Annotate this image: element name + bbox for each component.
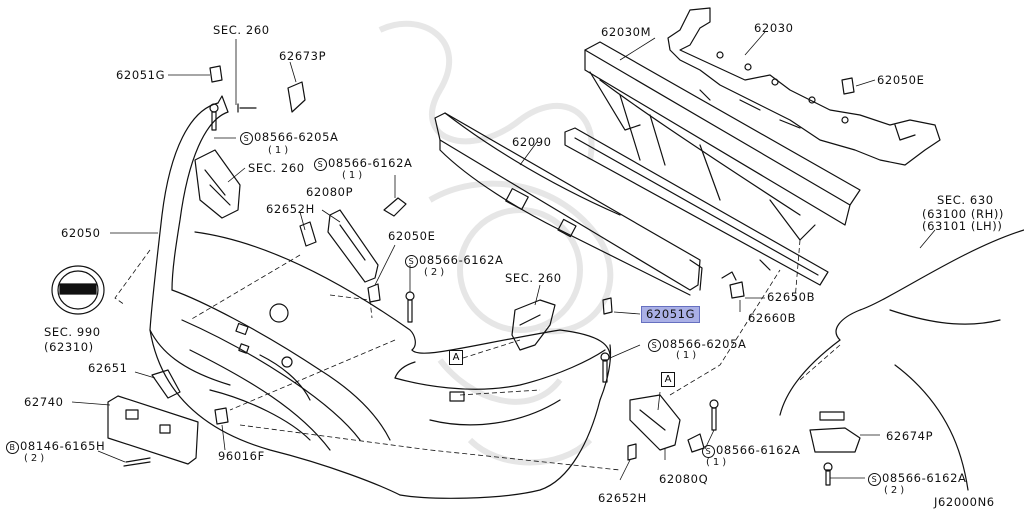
qty-08566-6162A-b: (2) [424,267,448,278]
s-symbol-icon: S [240,132,253,145]
label-62673P[interactable]: 62673P [279,49,327,63]
part-number: 08566-6205A [662,337,747,351]
lower-stiffener [564,127,829,286]
part-number: 08146-6165H [20,439,106,453]
qty-08566-6205A-mid: (1) [676,350,700,361]
qty-08566-6162A-d: (2) [884,485,908,496]
label-62652H-a[interactable]: 62652H [266,202,315,216]
label-sec990: SEC. 990 [44,325,101,339]
front-bumper-fascia [149,95,612,499]
b-symbol-icon: B [6,441,19,454]
s-symbol-icon: S [648,339,661,352]
label-62090[interactable]: 62090 [512,135,552,149]
label-sec260-right: SEC. 260 [505,271,562,285]
qty-08146-6165H: (2) [24,453,48,464]
s-symbol-icon: S [702,445,715,458]
label-62740[interactable]: 62740 [24,395,64,409]
label-62674P[interactable]: 62674P [886,429,934,443]
part-number: 08566-6205A [254,130,339,144]
watermark-logo [378,20,614,466]
bumper-reinforcement [584,41,861,241]
label-sec990-sub: (62310) [44,340,94,354]
label-62651[interactable]: 62651 [88,361,128,375]
s-symbol-icon: S [314,158,327,171]
s-symbol-icon: S [405,255,418,268]
label-sec630: SEC. 630 [937,193,994,207]
label-62050[interactable]: 62050 [61,226,101,240]
label-sec630-rh: (63100 (RH)) [922,207,1005,221]
label-96016F[interactable]: 96016F [218,449,265,463]
part-62674P [809,411,861,453]
label-62650B[interactable]: 62650B [767,290,816,304]
part-number: 08566-6162A [716,443,801,457]
diagram-code: J62000N6 [934,495,995,509]
label-62030[interactable]: 62030 [754,21,794,35]
qty-08566-6162A-c: (1) [706,457,730,468]
energy-absorber [434,112,703,296]
label-62660B[interactable]: 62660B [748,311,797,325]
label-62051G-highlighted[interactable]: 62051G [641,306,701,323]
label-sec630-lh: (63101 (LH)) [922,219,1003,233]
label-62050E-b[interactable]: 62050E [877,73,925,87]
label-62080Q[interactable]: 62080Q [659,472,709,486]
s-symbol-icon: S [868,473,881,486]
front-fender [779,229,1024,491]
left-bracket [194,149,241,219]
clip-62651 [151,369,181,399]
label-62652H-b[interactable]: 62652H [598,491,647,505]
qty-08566-6205A-top: (1) [268,145,292,156]
bracket-62080P [327,209,379,283]
label-62050E-a[interactable]: 62050E [388,229,436,243]
label-62051G-top-left[interactable]: 62051G [116,68,166,82]
leader-lines [71,31,936,481]
bracket-62080Q [629,394,681,451]
reference-box-a2: A [661,372,675,387]
upper-cover-62030 [667,7,941,166]
label-62030M[interactable]: 62030M [601,25,652,39]
dashed-reference-lines [114,239,841,471]
license-plate-bracket [107,395,199,465]
right-bracket [511,299,556,351]
qty-08566-6162A-a: (1) [342,170,366,181]
label-sec260-top: SEC. 260 [213,23,270,37]
label-62080P[interactable]: 62080P [306,185,354,199]
reference-box-a1: A [449,350,463,365]
fasteners [123,65,855,486]
label-sec260-mid: SEC. 260 [248,161,305,175]
part-number: 08566-6162A [882,471,967,485]
nissan-emblem [51,265,105,315]
part-number: 08566-6162A [328,156,413,170]
part-number: 08566-6162A [419,253,504,267]
